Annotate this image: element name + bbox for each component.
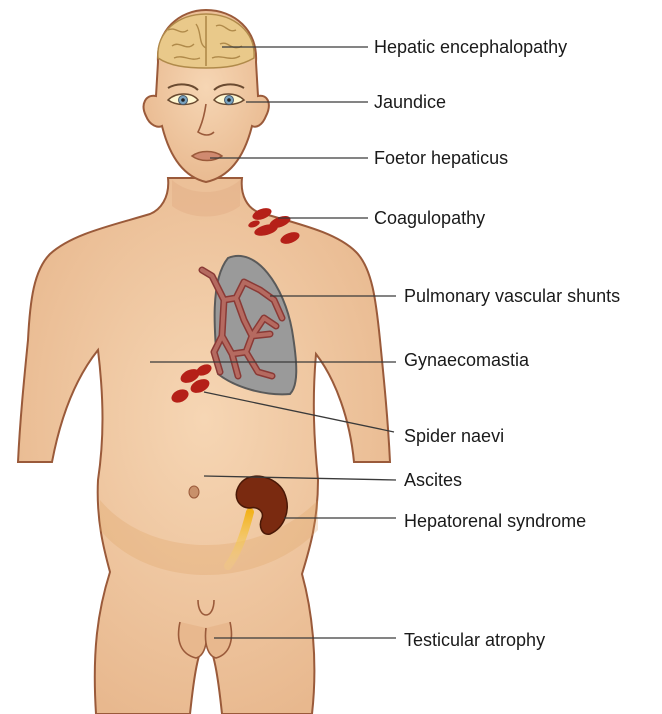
label-hepatic-encephalopathy: Hepatic encephalopathy: [374, 37, 567, 57]
label-hepatorenal-syndrome: Hepatorenal syndrome: [404, 511, 586, 531]
label-spider-naevi: Spider naevi: [404, 426, 504, 446]
label-gynaecomastia: Gynaecomastia: [404, 350, 529, 370]
mouth: [192, 152, 222, 161]
label-coagulopathy: Coagulopathy: [374, 208, 485, 228]
label-jaundice: Jaundice: [374, 92, 446, 112]
label-ascites: Ascites: [404, 470, 462, 490]
label-testicular-atrophy: Testicular atrophy: [404, 630, 545, 650]
label-foetor-hepaticus: Foetor hepaticus: [374, 148, 508, 168]
label-pulmonary-vascular-shunts: Pulmonary vascular shunts: [404, 286, 620, 306]
